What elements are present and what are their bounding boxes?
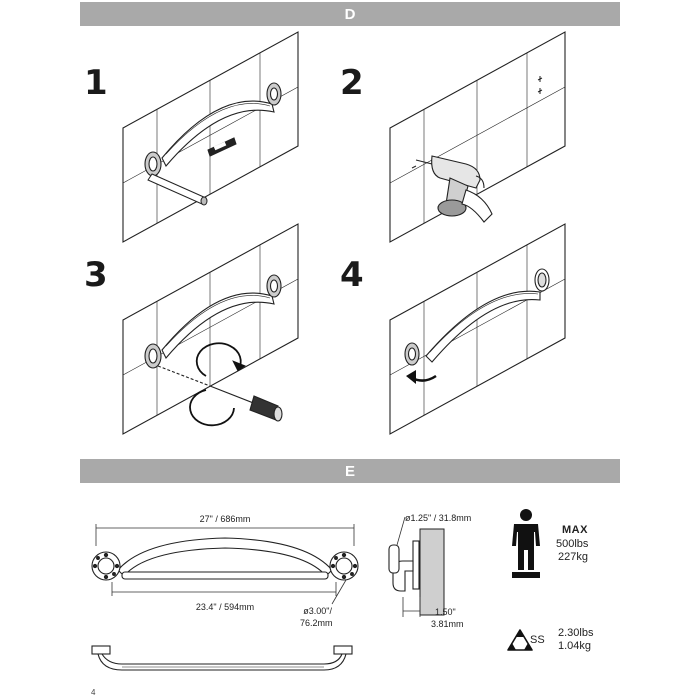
wall-clearance-mm-label: 3.81mm <box>431 619 464 629</box>
section-e-header: E <box>80 459 620 483</box>
pencil-tool <box>147 173 208 206</box>
material-code: SS <box>530 634 545 646</box>
attach-arrow-icon <box>406 370 437 384</box>
grab-bar-drawing <box>404 268 550 366</box>
top-view-drawing <box>91 645 353 671</box>
flange-diameter-mm-label: 76.2mm <box>300 618 333 628</box>
step-2-illustration <box>389 31 566 243</box>
flange-diameter-in-label: ø3.00"/ <box>303 606 332 616</box>
center-length-label: 23.4" / 594mm <box>196 602 254 612</box>
rotate-arrow-icon <box>189 342 246 427</box>
overall-length-dimension <box>95 524 355 546</box>
max-load-kg: 227kg <box>558 551 588 563</box>
wall-section <box>419 528 445 616</box>
grab-bar-side-profile <box>388 540 420 592</box>
grip-diameter-label: ø1.25" / 31.8mm <box>405 513 471 523</box>
section-e-letter: E <box>344 462 355 480</box>
page-number: 4 <box>91 688 96 697</box>
wall-tile-panel <box>122 31 299 243</box>
step-3-illustration <box>122 223 299 435</box>
side-view-drawing: ø1.25" / 31.8mm 1.50" 3.81mm <box>388 513 471 629</box>
grab-bar-front <box>91 537 359 581</box>
wall-tile-panel <box>389 223 566 435</box>
front-view-drawing: 27" / 686mm 23.4" / 594mm ø3.00"/ 76.2mm <box>91 514 359 628</box>
overall-length-label: 27" / 686mm <box>200 514 251 524</box>
screwdriver-icon <box>157 365 283 422</box>
weight-lbs: 2.30lbs <box>558 627 594 639</box>
grip-leader-line <box>396 516 406 546</box>
recycle-icon <box>507 629 533 651</box>
level-tool <box>207 137 237 157</box>
step-1-illustration <box>122 31 299 243</box>
max-load-label: MAX <box>562 524 588 536</box>
max-load-lbs: 500lbs <box>556 538 589 550</box>
step-number-1: 1 <box>84 63 108 103</box>
step-number-2: 2 <box>340 63 364 103</box>
drill-icon <box>415 155 493 223</box>
wall-tile-panel <box>122 223 299 435</box>
center-length-dimension <box>111 582 337 596</box>
step-number-3: 3 <box>84 255 108 295</box>
wall-clearance-in-label: 1.50" <box>435 607 456 617</box>
step-4-illustration <box>389 223 566 435</box>
grab-bar-drawing <box>144 274 282 369</box>
wall-clearance-dimension <box>402 597 421 617</box>
step-number-4: 4 <box>340 255 364 295</box>
grab-bar-drawing <box>144 82 282 177</box>
hole-marks <box>411 76 543 169</box>
weight-kg: 1.04kg <box>558 640 592 652</box>
person-load-icon <box>512 509 540 578</box>
wall-tile-panel <box>389 31 566 243</box>
section-d-header: D <box>80 2 620 26</box>
section-d-letter: D <box>344 5 356 23</box>
flange-leader-line <box>331 579 347 605</box>
